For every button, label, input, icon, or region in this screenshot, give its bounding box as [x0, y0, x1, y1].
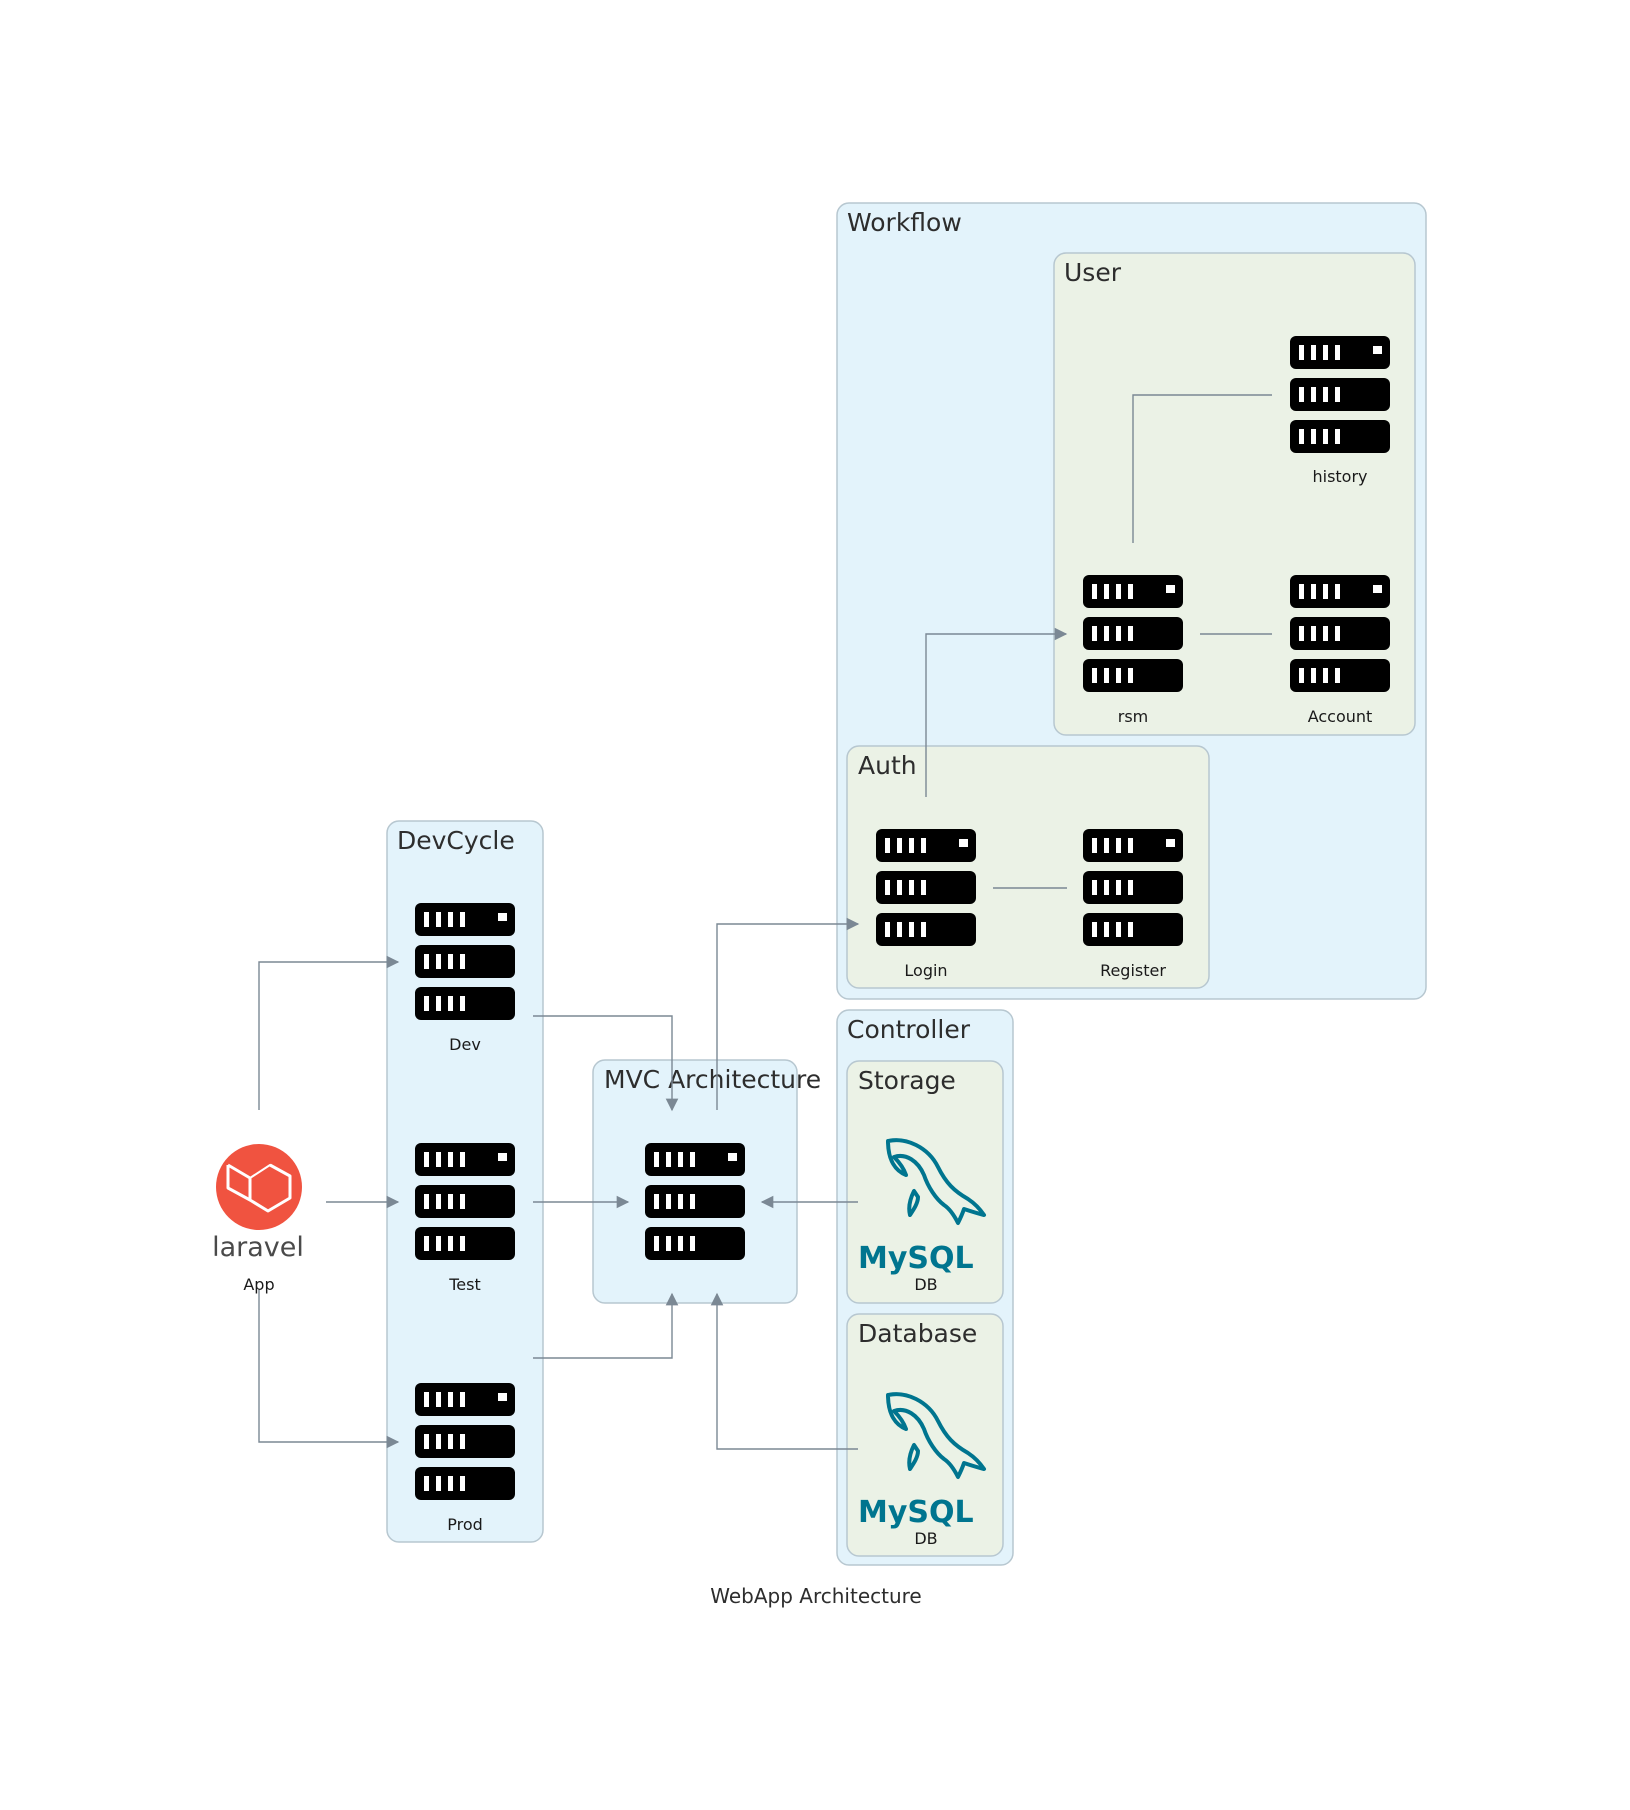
- edges: [258, 394, 1272, 1450]
- cluster-storage-title: Storage: [858, 1066, 956, 1095]
- node-dev[interactable]: Dev: [415, 903, 515, 1054]
- node-login[interactable]: Login: [876, 829, 976, 980]
- node-mvc[interactable]: [645, 1143, 745, 1260]
- node-test[interactable]: Test: [415, 1143, 515, 1294]
- edge-database-mvc: [710, 1292, 858, 1450]
- mysql-logo: MySQL: [858, 1495, 974, 1530]
- mysql-logo: MySQL: [858, 1241, 974, 1276]
- laravel-wordmark: laravel: [212, 1232, 304, 1263]
- node-history[interactable]: history: [1290, 336, 1390, 486]
- node-rsm-label: rsm: [1118, 707, 1149, 726]
- cluster-auth-title: Auth: [858, 751, 917, 780]
- node-database-db-label: DB: [914, 1529, 937, 1548]
- edge-rsm-history: [1132, 394, 1272, 543]
- cluster-controller-title: Controller: [847, 1015, 971, 1044]
- cluster-mvc-title: MVC Architecture: [604, 1065, 821, 1094]
- node-account[interactable]: Account: [1290, 575, 1390, 726]
- edge-login-rsm: [925, 627, 1068, 797]
- node-app[interactable]: laravel App: [212, 1144, 304, 1294]
- node-app-label: App: [243, 1275, 274, 1294]
- server-icon: [1290, 336, 1390, 453]
- node-database-db[interactable]: MySQL DB: [858, 1392, 986, 1548]
- node-prod[interactable]: Prod: [415, 1383, 515, 1534]
- node-history-label: history: [1312, 467, 1367, 486]
- edge-dev-mvc: [533, 1015, 679, 1112]
- cluster-user-title: User: [1064, 258, 1122, 287]
- node-account-label: Account: [1308, 707, 1373, 726]
- server-icon: [415, 1383, 515, 1500]
- server-icon: [1290, 575, 1390, 692]
- cluster-user: User: [1053, 252, 1416, 736]
- node-storage-db[interactable]: MySQL DB: [858, 1138, 986, 1294]
- server-icon: [1083, 575, 1183, 692]
- node-storage-db-label: DB: [914, 1275, 937, 1294]
- server-icon: [645, 1143, 745, 1260]
- server-icon: [1083, 829, 1183, 946]
- edge-app-prod: [258, 1290, 400, 1449]
- node-test-label: Test: [448, 1275, 481, 1294]
- node-rsm[interactable]: rsm: [1083, 575, 1183, 726]
- node-register[interactable]: Register: [1083, 829, 1183, 980]
- edge-app-dev: [258, 955, 400, 1110]
- node-prod-label: Prod: [447, 1515, 483, 1534]
- cluster-workflow-title: Workflow: [847, 208, 962, 237]
- server-icon: [415, 903, 515, 1020]
- server-icon: [415, 1143, 515, 1260]
- laravel-icon: [216, 1144, 302, 1230]
- node-register-label: Register: [1100, 961, 1166, 980]
- cluster-mvc: MVC Architecture: [592, 1059, 821, 1304]
- edge-mvc-login: [716, 917, 860, 1110]
- edge-prod-mvc: [533, 1292, 679, 1359]
- cluster-database-title: Database: [858, 1319, 977, 1348]
- node-dev-label: Dev: [449, 1035, 481, 1054]
- server-icon: [876, 829, 976, 946]
- node-login-label: Login: [904, 961, 947, 980]
- cluster-auth: Auth: [846, 745, 1210, 989]
- diagram-caption: WebApp Architecture: [710, 1584, 921, 1608]
- cluster-devcycle-title: DevCycle: [397, 826, 515, 855]
